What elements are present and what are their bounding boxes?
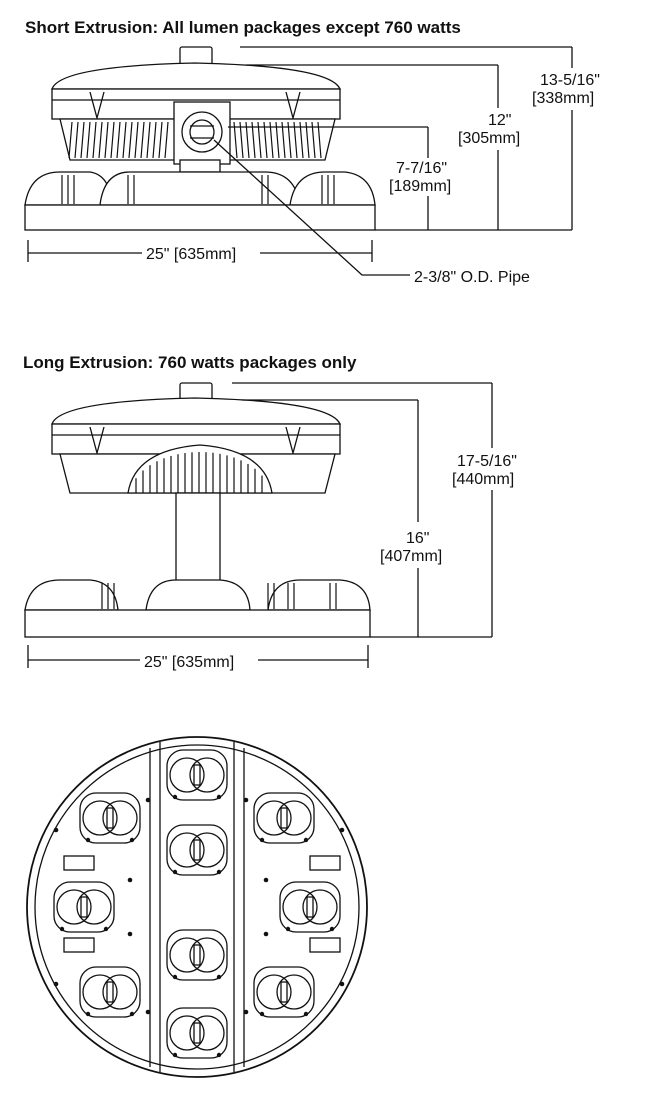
short-extrusion-title: Short Extrusion: All lumen packages exce… <box>25 18 461 37</box>
led-module <box>79 792 141 844</box>
long-dim-b-in: 17-5/16" <box>457 453 517 470</box>
led-module <box>79 966 141 1018</box>
pipe-label: 2-3/8" O.D. Pipe <box>414 269 530 286</box>
led-module <box>166 929 228 981</box>
long-extrusion-title: Long Extrusion: 760 watts packages only <box>23 353 357 372</box>
short-dim-c-mm: [338mm] <box>532 90 594 107</box>
long-dim-a-in: 16" <box>406 530 429 547</box>
led-module <box>166 749 228 801</box>
long-dim-a-mm: [407mm] <box>380 548 442 565</box>
bottom-view <box>26 736 368 1078</box>
short-dim-a-in: 7-7/16" <box>396 160 447 177</box>
long-dim-b-mm: [440mm] <box>452 471 514 488</box>
short-dimension-lines <box>27 46 573 276</box>
led-module <box>53 881 115 933</box>
long-extrusion-side-view <box>24 382 371 638</box>
led-module <box>166 1007 228 1059</box>
short-extrusion-side-view <box>24 46 376 231</box>
led-module <box>279 881 341 933</box>
led-module <box>253 792 315 844</box>
long-dimension-lines <box>27 382 493 668</box>
short-dim-b-mm: [305mm] <box>458 130 520 147</box>
long-width-label: 25" [635mm] <box>144 654 234 671</box>
short-width-label: 25" [635mm] <box>146 246 236 263</box>
short-dim-a-mm: [189mm] <box>389 178 451 195</box>
led-module <box>253 966 315 1018</box>
led-module <box>166 824 228 876</box>
short-dim-b-in: 12" <box>488 112 511 129</box>
short-dim-c-in: 13-5/16" <box>540 72 600 89</box>
